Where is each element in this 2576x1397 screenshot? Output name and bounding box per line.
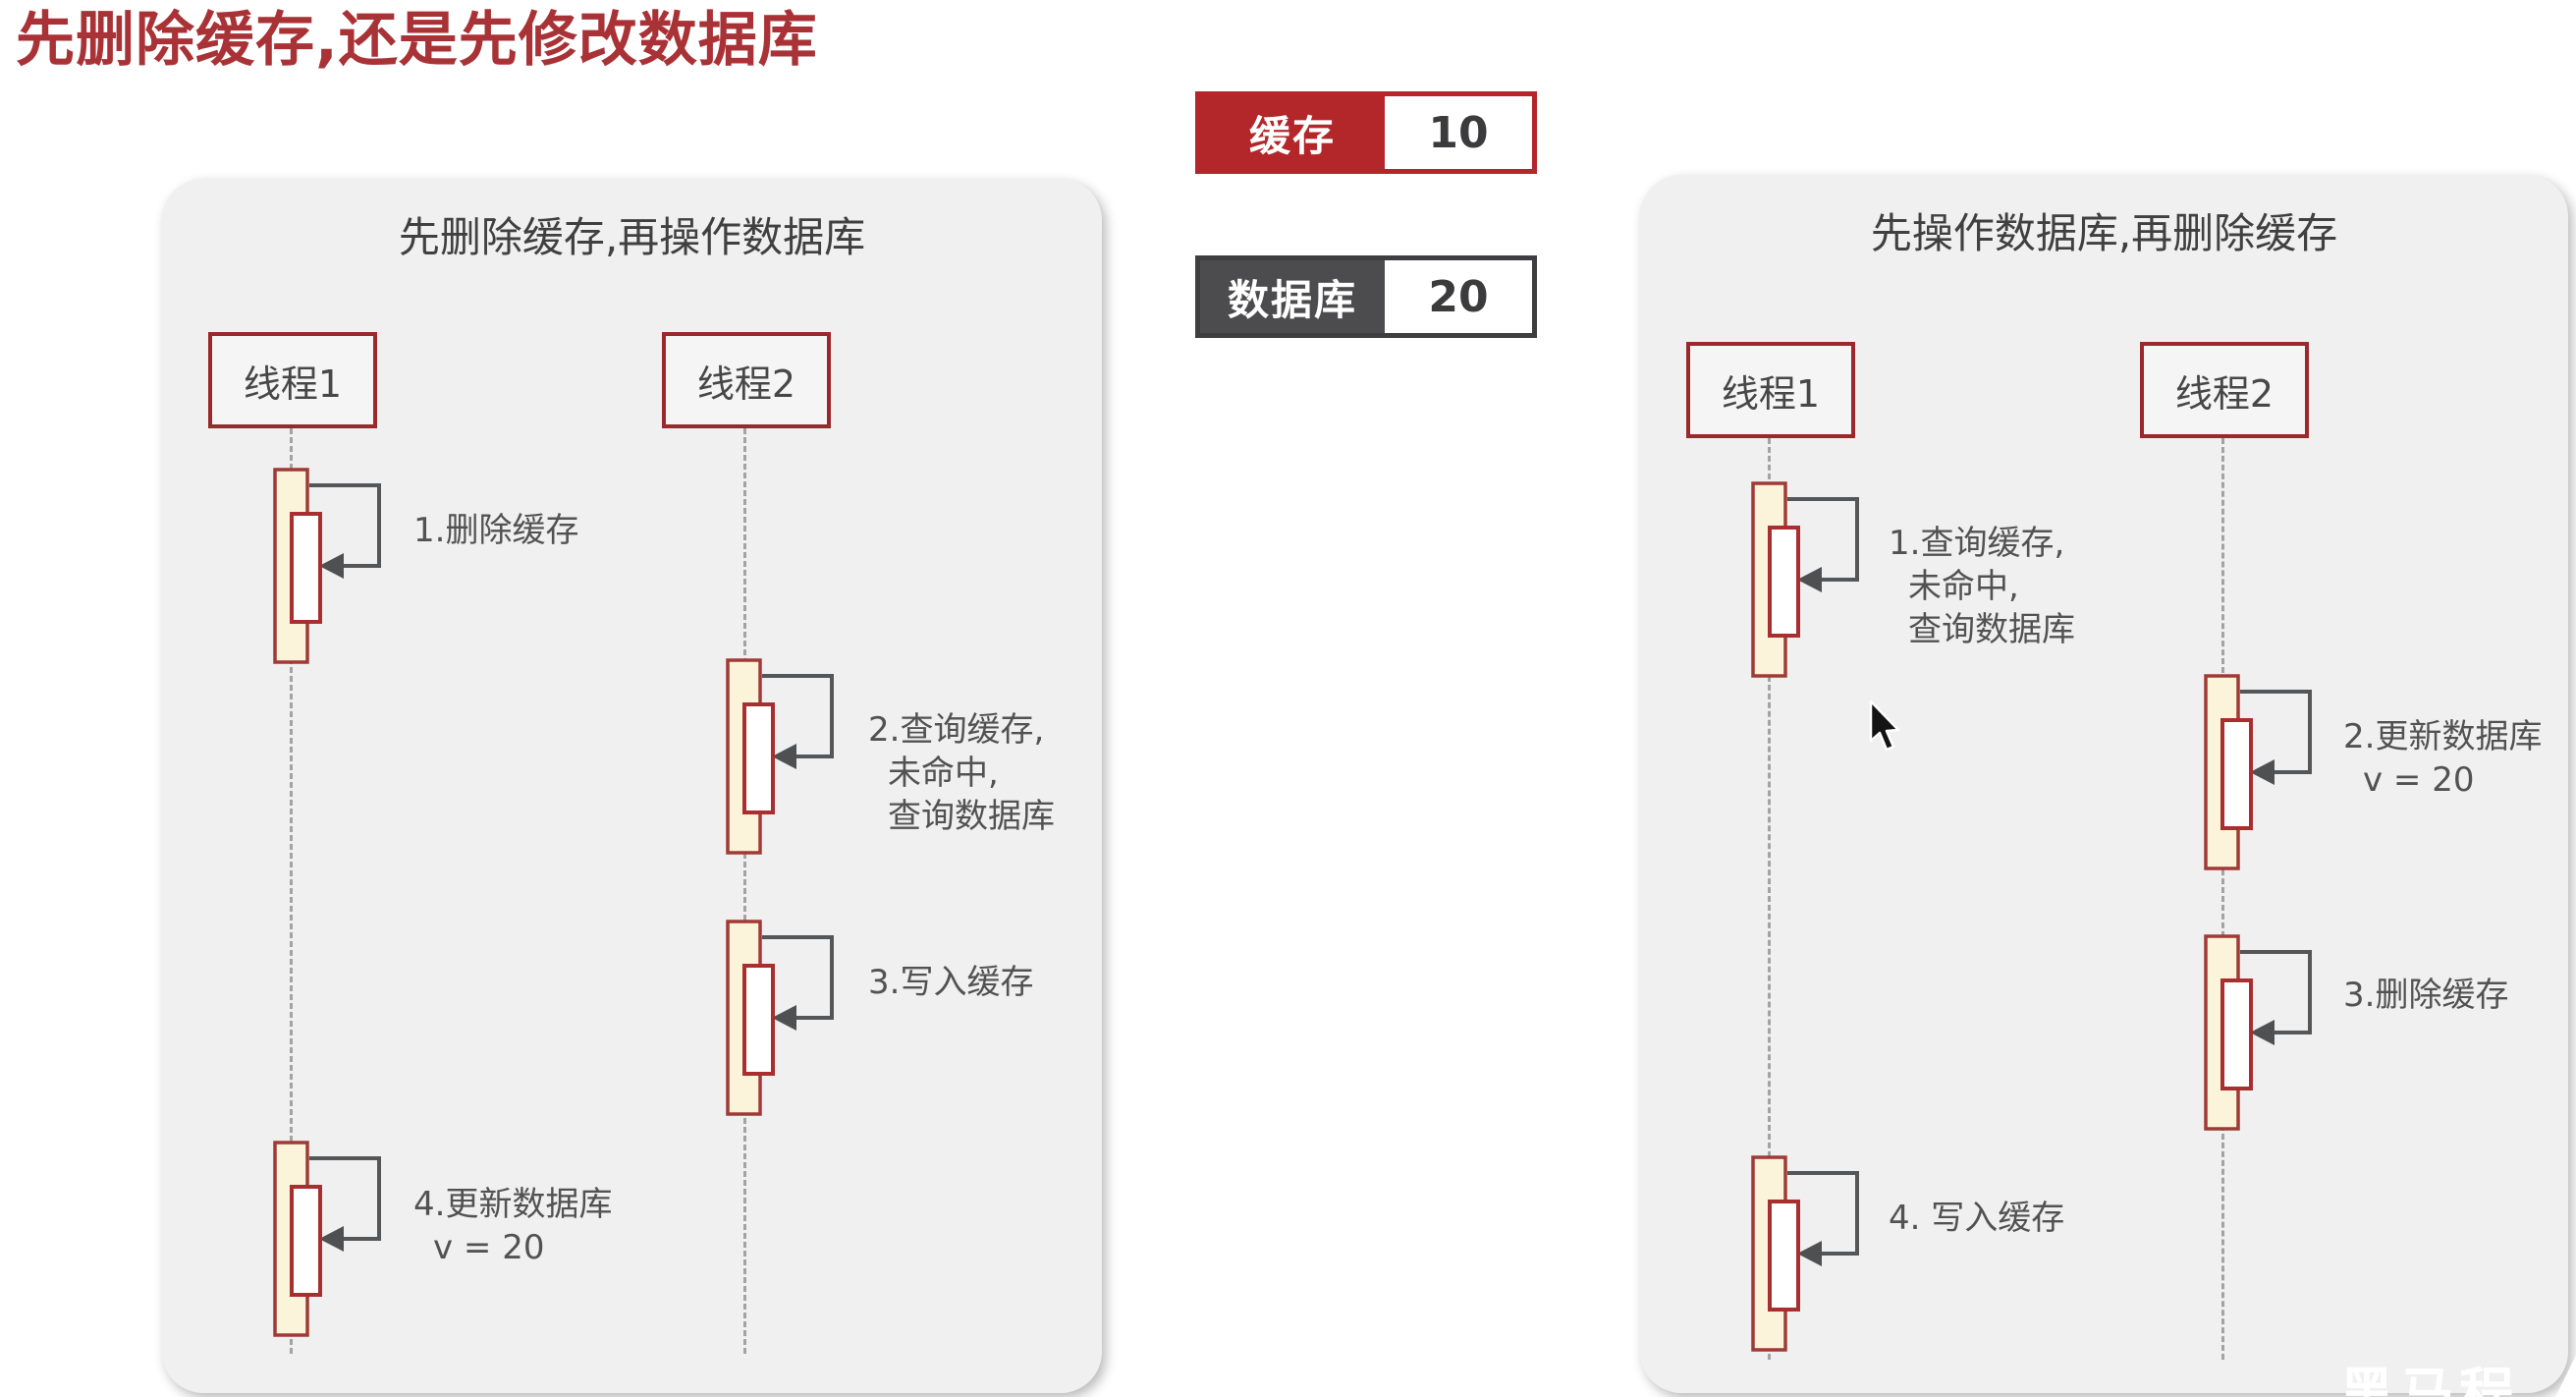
thread2-box: 线程2	[2140, 342, 2309, 438]
watermark-text: 黑马程序	[2339, 1363, 2519, 1397]
activation-self-call-1	[1751, 481, 1859, 678]
legend-cache-label: 缓存	[1200, 96, 1385, 169]
legend-cache-value: 10	[1385, 96, 1532, 169]
panel-left-title: 先删除缓存,再操作数据库	[398, 213, 866, 261]
panel-update-db-first: 先操作数据库,再删除缓存 线程1 线程2 1.查询缓存, 未命中, 查询数据库	[1640, 175, 2568, 1393]
panel-right-title: 先操作数据库,再删除缓存	[1870, 209, 2338, 257]
panel-delete-cache-first: 先删除缓存,再操作数据库 线程1 线程2 1.删除缓存 2.查询缓存,	[162, 179, 1102, 1393]
legend-database: 数据库 20	[1195, 255, 1537, 338]
legend-database-label: 数据库	[1200, 260, 1385, 333]
thread1-lifeline	[1768, 438, 1771, 1360]
thread2-box: 线程2	[662, 332, 831, 428]
thread1-label: 线程1	[243, 362, 343, 406]
message-1: 1.查询缓存, 未命中, 查询数据库	[1889, 524, 2075, 649]
watermark-logo: 黑马程序	[2339, 1350, 2576, 1397]
message-3: 3.删除缓存	[2343, 976, 2509, 1015]
thread1-box: 线程1	[1686, 342, 1855, 438]
activation-self-call-2	[2204, 674, 2312, 870]
legend-cache: 缓存 10	[1195, 91, 1537, 174]
mouse-cursor-icon	[1869, 699, 1900, 752]
activation-self-call-4	[1751, 1155, 1859, 1352]
activation-self-call-3	[2204, 934, 2312, 1131]
thread2-label: 线程2	[696, 362, 796, 406]
message-1: 1.删除缓存	[413, 511, 579, 550]
thread1-lifeline	[290, 428, 293, 1354]
message-2: 2.更新数据库 v = 20	[2343, 717, 2543, 800]
activation-self-call-4	[273, 1141, 381, 1337]
page-title: 先删除缓存,还是先修改数据库	[16, 6, 818, 75]
activation-self-call-2	[726, 658, 834, 855]
message-2: 2.查询缓存, 未命中, 查询数据库	[868, 710, 1055, 836]
thread2-label: 线程2	[2174, 371, 2275, 416]
message-4: 4. 写入缓存	[1889, 1199, 2065, 1238]
activation-self-call-3	[726, 920, 834, 1116]
thread1-box: 线程1	[208, 332, 377, 428]
thread2-lifeline	[743, 428, 746, 1354]
message-3: 3.写入缓存	[868, 963, 1034, 1002]
legend-database-value: 20	[1385, 260, 1532, 333]
thread1-label: 线程1	[1721, 371, 1821, 416]
thread2-lifeline	[2221, 438, 2224, 1360]
activation-self-call-1	[273, 468, 381, 664]
message-4: 4.更新数据库 v = 20	[413, 1185, 613, 1267]
